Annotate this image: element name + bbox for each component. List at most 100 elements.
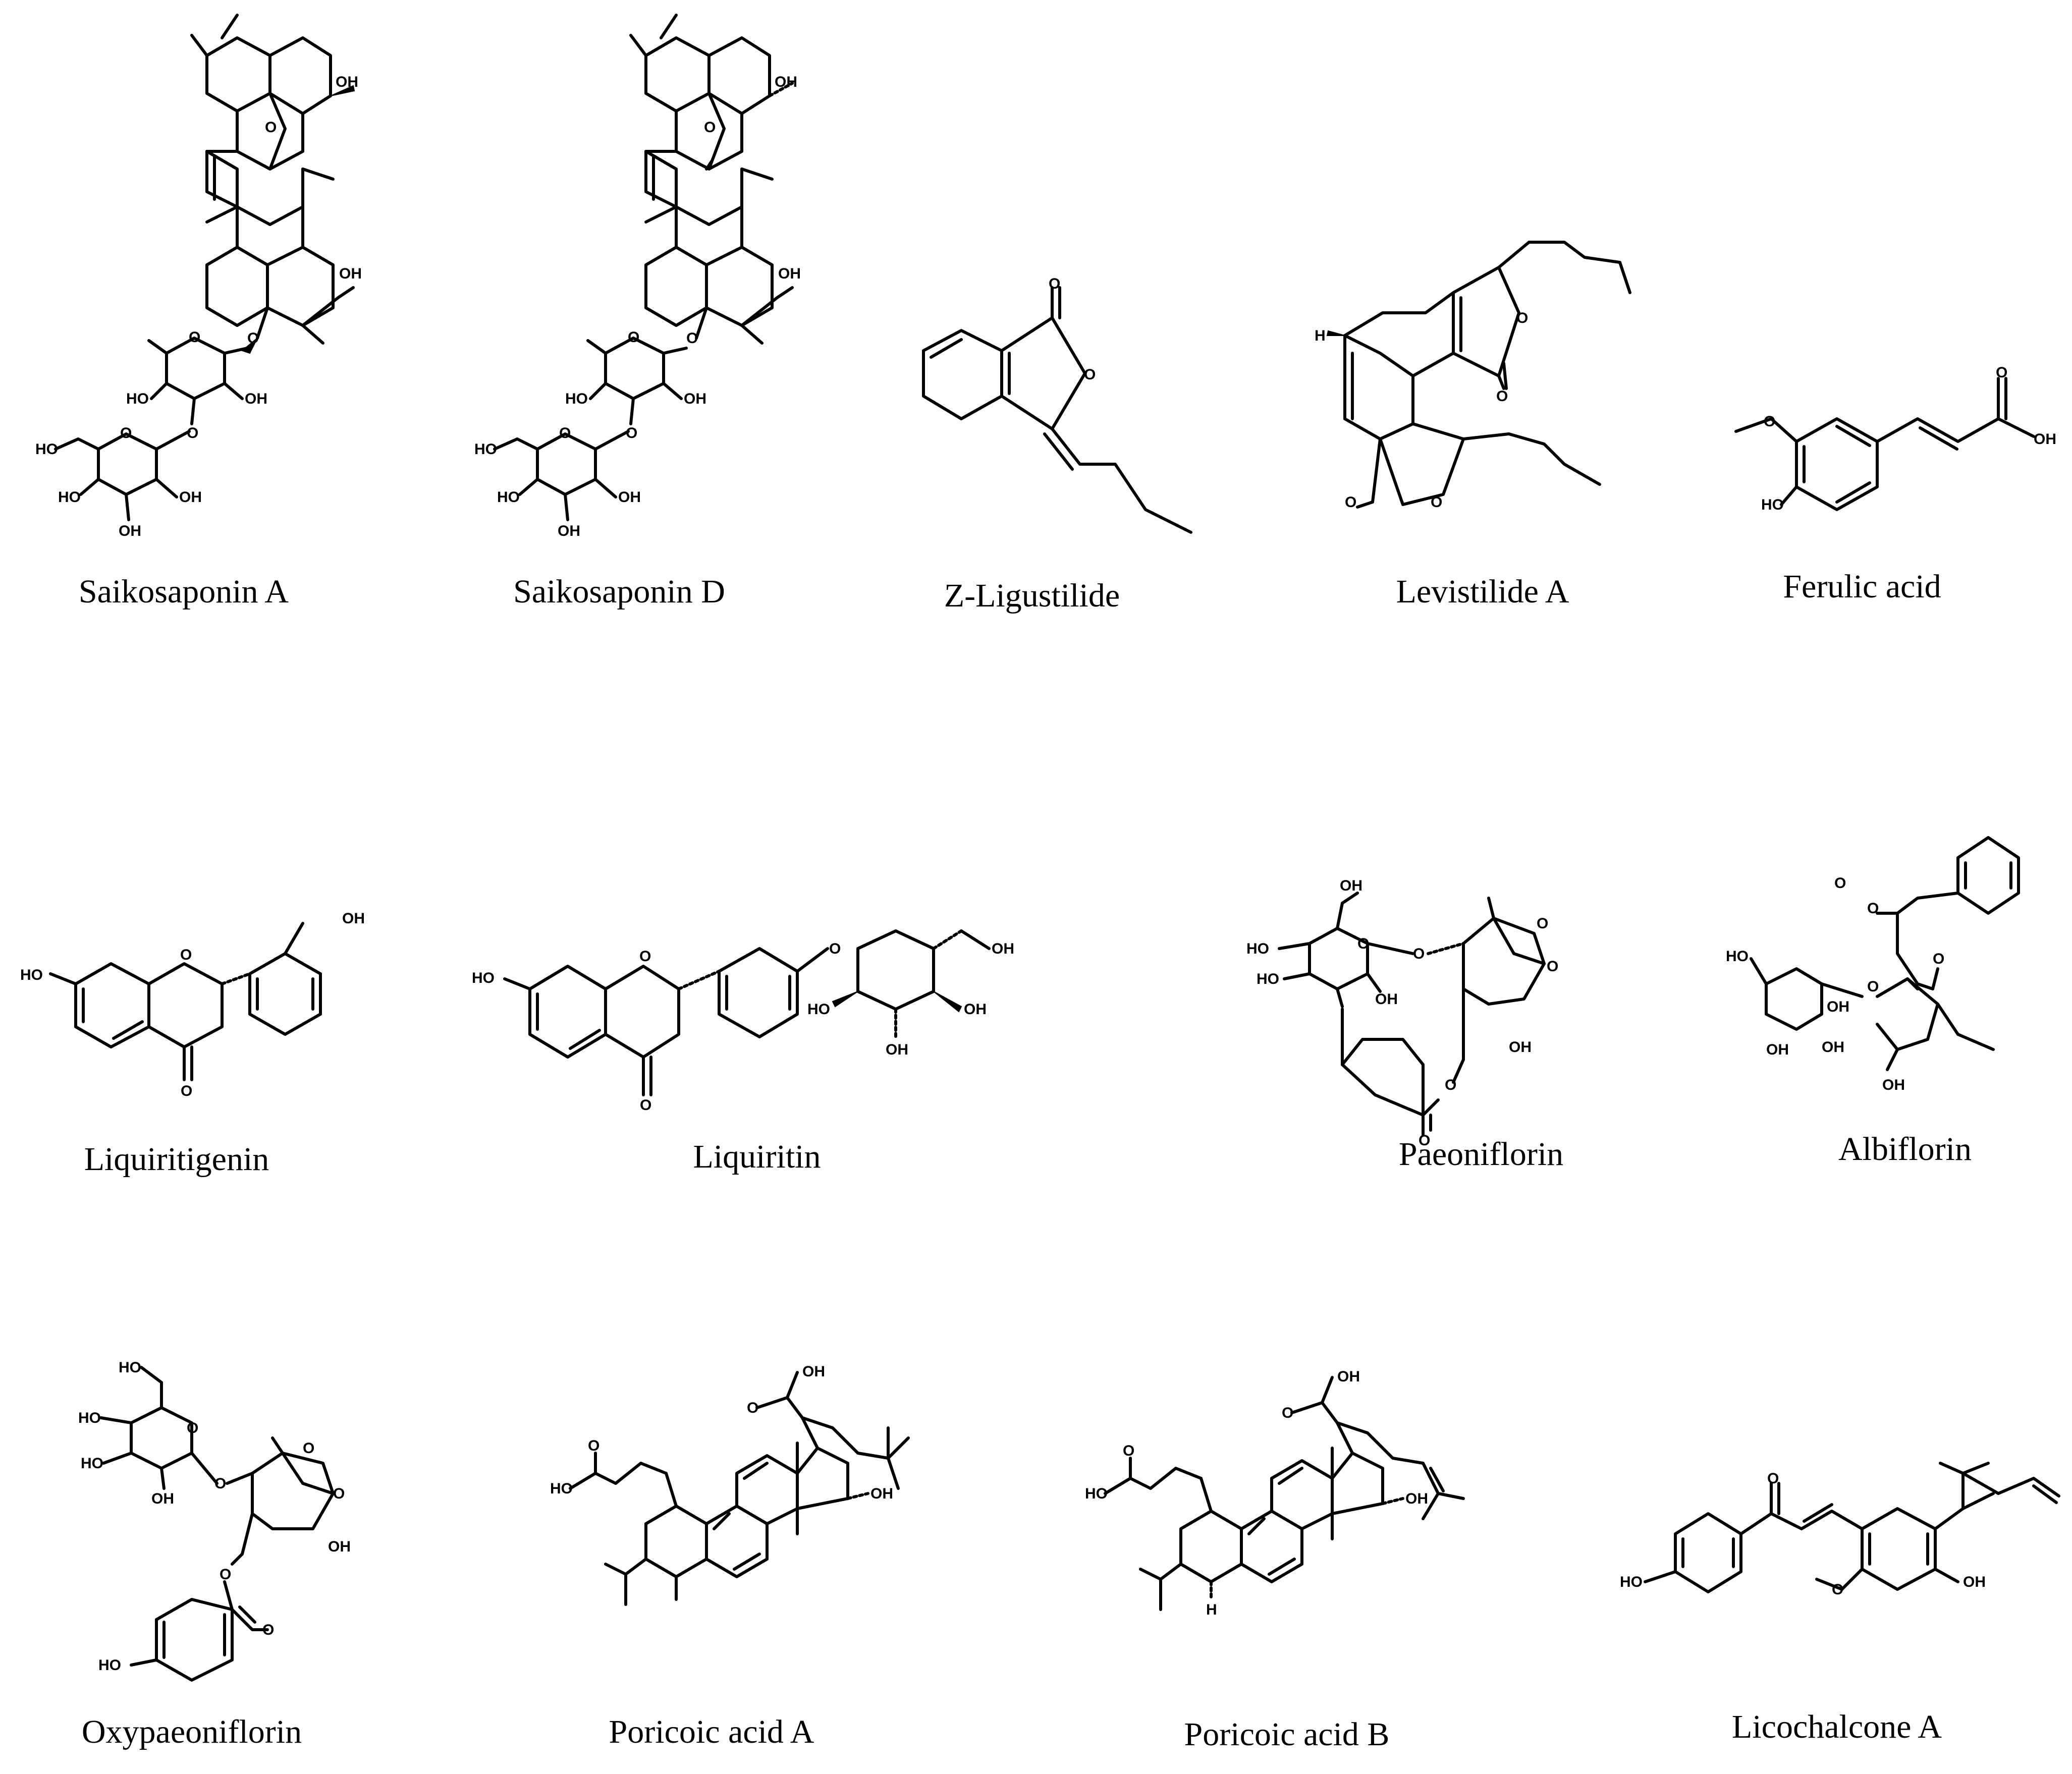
svg-text:OH: OH [778,265,801,282]
svg-text:O: O [628,329,639,346]
svg-text:O: O [1431,494,1442,511]
svg-text:O: O [1834,875,1846,892]
svg-text:O: O [747,1400,758,1416]
svg-text:O: O [247,330,259,347]
svg-text:O: O [626,425,637,441]
svg-text:OH: OH [1766,1041,1789,1058]
svg-text:O: O [1933,951,1944,967]
svg-text:O: O [1496,388,1508,405]
svg-text:O: O [1345,494,1356,511]
svg-text:OH: OH [802,1363,825,1380]
svg-text:OH: OH [558,523,580,539]
svg-text:OH: OH [1405,1490,1428,1507]
svg-text:O: O [1867,900,1879,917]
svg-text:OH: OH [1822,1039,1844,1056]
svg-text:HO: HO [565,391,588,407]
svg-text:O: O [265,119,277,136]
svg-text:HO: HO [1257,971,1279,987]
svg-text:OH: OH [328,1538,351,1555]
svg-text:HO: HO [550,1480,573,1497]
svg-text:O: O [180,947,192,963]
svg-text:O: O [1123,1443,1134,1459]
svg-text:OH: OH [342,910,365,927]
svg-text:O: O [829,940,841,957]
svg-text:O: O [588,1437,599,1454]
svg-text:OH: OH [336,74,358,90]
svg-text:O: O [639,948,651,965]
svg-text:HO: HO [1620,1574,1643,1590]
svg-text:HO: HO [20,967,43,983]
svg-text:O: O [303,1440,314,1457]
svg-text:O: O [333,1485,345,1502]
svg-text:O: O [187,1420,198,1436]
svg-text:O: O [1537,915,1548,932]
svg-text:H: H [1315,327,1326,344]
caption-ferulic-acid: Ferulic acid [1783,568,1941,605]
svg-text:O: O [214,1475,226,1492]
svg-text:OH: OH [1509,1039,1532,1056]
svg-text:HO: HO [472,970,495,986]
caption-saikosaponin-d: Saikosaponin D [513,573,725,610]
caption-paeoniflorin: Paeoniflorin [1398,1136,1564,1173]
caption-poricoic-acid-b: Poricoic acid B [1184,1716,1390,1753]
svg-text:OH: OH [992,940,1014,957]
svg-text:HO: HO [1085,1485,1108,1502]
svg-text:O: O [1516,310,1528,326]
svg-text:OH: OH [119,523,141,539]
svg-text:O: O [1764,413,1775,430]
svg-text:HO: HO [98,1657,121,1674]
caption-licochalcone-a: Licochalcone A [1732,1708,1942,1745]
svg-text:HO: HO [807,1001,830,1018]
caption-poricoic-acid-a: Poricoic acid A [609,1713,814,1750]
svg-text:HO: HO [474,441,497,458]
svg-text:HO: HO [119,1359,141,1376]
svg-text:OH: OH [245,391,267,407]
svg-text:OH: OH [618,489,641,506]
caption-albiflorin: Albiflorin [1838,1131,1972,1168]
caption-liquiritin: Liquiritin [693,1138,821,1175]
svg-text:OH: OH [886,1041,908,1058]
svg-text:O: O [262,1622,274,1638]
svg-text:O: O [686,330,698,347]
svg-text:O: O [1357,935,1369,952]
svg-text:OH: OH [964,1001,987,1018]
svg-text:O: O [1049,275,1060,292]
svg-text:O: O [1547,958,1558,975]
svg-text:OH: OH [179,489,202,506]
caption-levistilide-a: Levistilide A [1396,573,1569,610]
svg-text:O: O [1996,364,2007,381]
svg-text:O: O [1084,366,1096,383]
svg-text:OH: OH [1337,1368,1360,1385]
svg-text:O: O [1419,1132,1430,1149]
caption-oxypaeoniflorin: Oxypaeoniflorin [81,1713,302,1750]
svg-text:H: H [1206,1601,1217,1618]
svg-text:HO: HO [81,1455,103,1472]
svg-text:HO: HO [1246,940,1269,957]
svg-text:OH: OH [1375,991,1398,1008]
svg-text:O: O [187,425,198,441]
svg-text:O: O [189,329,200,346]
svg-text:OH: OH [1882,1077,1905,1093]
svg-text:O: O [1445,1077,1456,1093]
svg-text:OH: OH [1827,999,1849,1015]
svg-text:OH: OH [151,1490,174,1507]
caption-saikosaponin-a: Saikosaponin A [78,573,289,610]
svg-text:O: O [1413,946,1425,962]
svg-text:O: O [1867,978,1879,995]
svg-text:HO: HO [35,441,58,458]
svg-text:O: O [704,119,716,136]
